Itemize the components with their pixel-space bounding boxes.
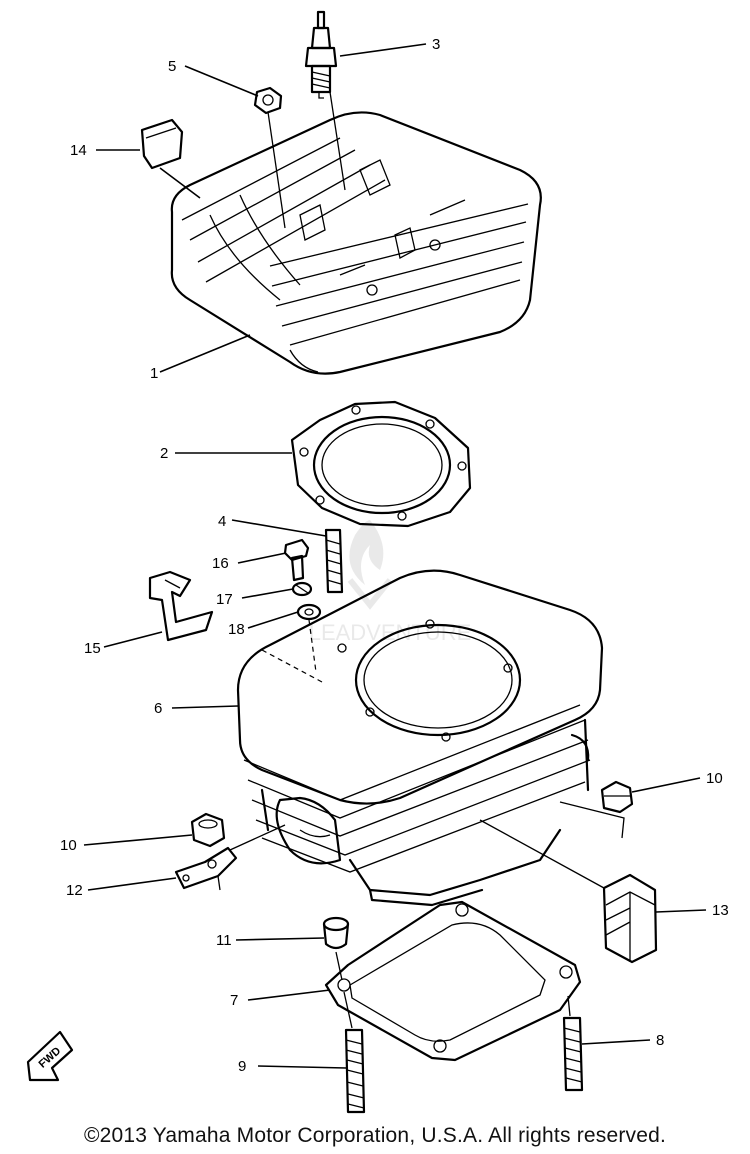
callout-4: 4	[218, 513, 226, 530]
callout-16: 16	[212, 555, 229, 572]
fin-damper-14	[140, 118, 184, 170]
callout-9: 9	[238, 1058, 246, 1075]
cylinder	[236, 569, 604, 907]
base-gasket	[324, 900, 582, 1062]
stud-9	[344, 1028, 366, 1114]
head-gasket	[290, 400, 472, 528]
dowel-11	[322, 916, 350, 950]
washer-17	[291, 581, 313, 597]
washer-18	[296, 603, 322, 621]
callout-13: 13	[712, 902, 729, 919]
fin-damper-13	[602, 873, 658, 964]
callout-1: 1	[150, 365, 158, 382]
callout-3: 3	[432, 36, 440, 53]
callout-7: 7	[230, 992, 238, 1009]
callout-2: 2	[160, 445, 168, 462]
callout-5: 5	[168, 58, 176, 75]
bracket-15	[148, 570, 214, 642]
callout-14: 14	[70, 142, 87, 159]
cylinder-head	[170, 111, 542, 375]
stud-4	[324, 528, 344, 594]
callout-18: 18	[228, 621, 245, 638]
callout-8: 8	[656, 1032, 664, 1049]
spark-plug	[304, 10, 338, 99]
callout-15: 15	[84, 640, 101, 657]
callout-10-left: 10	[60, 837, 77, 854]
leader-lines	[83, 43, 707, 1069]
stud-8	[562, 1016, 584, 1092]
nut-10-right	[600, 780, 634, 814]
head-nut	[253, 86, 283, 115]
callout-12: 12	[66, 882, 83, 899]
callout-10-right: 10	[706, 770, 723, 787]
nut-10-left	[190, 812, 226, 848]
callout-6: 6	[154, 700, 162, 717]
callout-labels: 3 5 14 1 2 4 16 17 18 15 6 10 10 12 13 1…	[60, 36, 729, 1075]
plate-12	[174, 846, 238, 890]
front-arrow-icon: FWD	[26, 1030, 74, 1082]
callout-11: 11	[216, 932, 232, 949]
bolt-16	[283, 538, 310, 582]
callout-17: 17	[216, 591, 233, 608]
copyright-notice: ©2013 Yamaha Motor Corporation, U.S.A. A…	[83, 1124, 667, 1147]
